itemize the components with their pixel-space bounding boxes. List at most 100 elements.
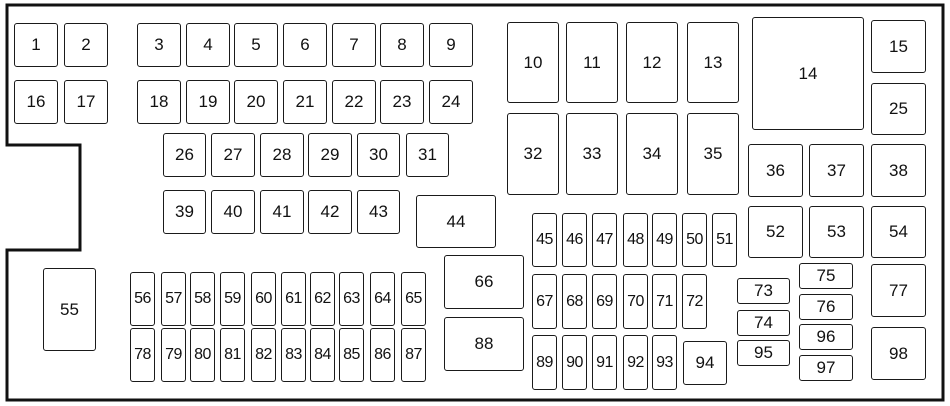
fuse-83[interactable]: 83	[281, 328, 306, 382]
fuse-19[interactable]: 19	[186, 80, 230, 124]
fuse-3[interactable]: 3	[137, 23, 181, 67]
fuse-77[interactable]: 77	[871, 264, 926, 317]
fuse-74[interactable]: 74	[737, 310, 790, 336]
fuse-50[interactable]: 50	[682, 213, 707, 267]
fuse-40[interactable]: 40	[211, 190, 255, 234]
fuse-57[interactable]: 57	[161, 272, 186, 326]
fuse-60[interactable]: 60	[251, 272, 276, 326]
fuse-45[interactable]: 45	[532, 213, 557, 267]
fuse-70[interactable]: 70	[623, 274, 648, 329]
fuse-96[interactable]: 96	[799, 324, 853, 350]
fuse-38[interactable]: 38	[871, 144, 926, 197]
fuse-88[interactable]: 88	[444, 317, 524, 371]
fuse-4[interactable]: 4	[186, 23, 230, 67]
fuse-48[interactable]: 48	[623, 213, 648, 267]
fuse-65[interactable]: 65	[401, 272, 426, 326]
fuse-15[interactable]: 15	[871, 20, 926, 73]
fuse-85[interactable]: 85	[339, 328, 364, 382]
fuse-10[interactable]: 10	[507, 22, 559, 103]
fuse-51[interactable]: 51	[712, 213, 737, 267]
fuse-55[interactable]: 55	[43, 268, 96, 351]
fuse-42[interactable]: 42	[308, 190, 352, 234]
fuse-36[interactable]: 36	[748, 144, 803, 197]
fuse-28[interactable]: 28	[260, 133, 304, 177]
fuse-29[interactable]: 29	[308, 133, 352, 177]
fuse-2[interactable]: 2	[64, 23, 108, 67]
fuse-84[interactable]: 84	[310, 328, 335, 382]
fuse-label: 73	[754, 281, 773, 300]
fuse-23[interactable]: 23	[380, 80, 424, 124]
fuse-8[interactable]: 8	[380, 23, 424, 67]
fuse-26[interactable]: 26	[163, 133, 206, 177]
fuse-63[interactable]: 63	[339, 272, 364, 326]
fuse-1[interactable]: 1	[14, 23, 58, 67]
fuse-67[interactable]: 67	[532, 274, 557, 329]
fuse-25[interactable]: 25	[871, 83, 926, 135]
fuse-78[interactable]: 78	[130, 328, 155, 382]
fuse-9[interactable]: 9	[429, 23, 473, 67]
fuse-58[interactable]: 58	[190, 272, 215, 326]
fuse-30[interactable]: 30	[357, 133, 400, 177]
fuse-13[interactable]: 13	[687, 22, 739, 103]
fuse-43[interactable]: 43	[357, 190, 400, 234]
fuse-35[interactable]: 35	[687, 113, 739, 195]
fuse-68[interactable]: 68	[562, 274, 587, 329]
fuse-66[interactable]: 66	[444, 255, 524, 309]
fuse-52[interactable]: 52	[748, 206, 803, 258]
fuse-90[interactable]: 90	[562, 335, 587, 390]
fuse-81[interactable]: 81	[220, 328, 245, 382]
fuse-22[interactable]: 22	[332, 80, 376, 124]
fuse-11[interactable]: 11	[566, 22, 618, 103]
fuse-14[interactable]: 14	[752, 17, 864, 130]
fuse-5[interactable]: 5	[234, 23, 278, 67]
fuse-16[interactable]: 16	[14, 80, 58, 124]
fuse-21[interactable]: 21	[283, 80, 327, 124]
fuse-80[interactable]: 80	[190, 328, 215, 382]
fuse-95[interactable]: 95	[737, 340, 790, 366]
fuse-49[interactable]: 49	[652, 213, 677, 267]
fuse-82[interactable]: 82	[251, 328, 276, 382]
fuse-label: 79	[165, 346, 182, 363]
fuse-17[interactable]: 17	[64, 80, 108, 124]
fuse-39[interactable]: 39	[163, 190, 206, 234]
fuse-34[interactable]: 34	[626, 113, 678, 195]
fuse-54[interactable]: 54	[871, 206, 926, 258]
fuse-20[interactable]: 20	[234, 80, 278, 124]
fuse-31[interactable]: 31	[406, 133, 449, 177]
fuse-86[interactable]: 86	[370, 328, 395, 382]
fuse-72[interactable]: 72	[682, 274, 707, 329]
fuse-7[interactable]: 7	[332, 23, 376, 67]
fuse-93[interactable]: 93	[652, 335, 677, 390]
fuse-73[interactable]: 73	[737, 278, 790, 304]
fuse-75[interactable]: 75	[799, 263, 853, 289]
fuse-47[interactable]: 47	[592, 213, 617, 267]
fuse-69[interactable]: 69	[592, 274, 617, 329]
fuse-41[interactable]: 41	[260, 190, 304, 234]
fuse-61[interactable]: 61	[281, 272, 306, 326]
fuse-18[interactable]: 18	[137, 80, 181, 124]
fuse-64[interactable]: 64	[370, 272, 395, 326]
fuse-87[interactable]: 87	[401, 328, 426, 382]
fuse-56[interactable]: 56	[130, 272, 155, 326]
fuse-92[interactable]: 92	[623, 335, 648, 390]
fuse-44[interactable]: 44	[416, 195, 496, 248]
fuse-79[interactable]: 79	[161, 328, 186, 382]
fuse-46[interactable]: 46	[562, 213, 587, 267]
fuse-37[interactable]: 37	[809, 144, 864, 197]
fuse-71[interactable]: 71	[652, 274, 677, 329]
fuse-62[interactable]: 62	[310, 272, 335, 326]
fuse-97[interactable]: 97	[799, 355, 853, 381]
fuse-27[interactable]: 27	[211, 133, 255, 177]
fuse-6[interactable]: 6	[283, 23, 327, 67]
fuse-59[interactable]: 59	[220, 272, 245, 326]
fuse-53[interactable]: 53	[809, 206, 864, 258]
fuse-91[interactable]: 91	[592, 335, 617, 390]
fuse-32[interactable]: 32	[507, 113, 559, 195]
fuse-24[interactable]: 24	[429, 80, 473, 124]
fuse-33[interactable]: 33	[566, 113, 618, 195]
fuse-98[interactable]: 98	[871, 327, 926, 380]
fuse-12[interactable]: 12	[626, 22, 678, 103]
fuse-76[interactable]: 76	[799, 294, 853, 320]
fuse-94[interactable]: 94	[683, 341, 727, 385]
fuse-89[interactable]: 89	[532, 335, 557, 390]
